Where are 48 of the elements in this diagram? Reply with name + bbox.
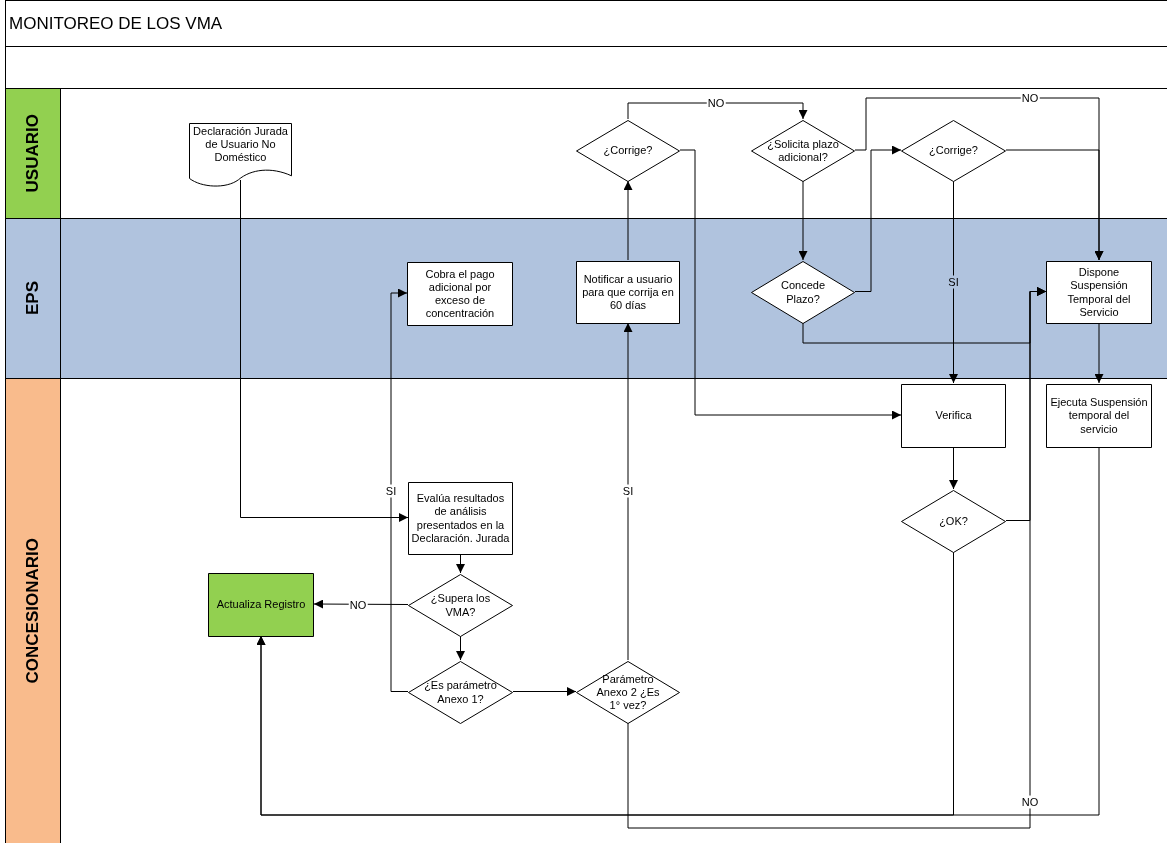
process-box: Actualiza Registro (208, 573, 314, 637)
lane-header: CONCESIONARIO (5, 379, 61, 843)
arrow (949, 446, 958, 490)
arrow (512, 687, 577, 696)
decision-diamond: Concede Plazo? (751, 261, 855, 324)
edge-label: NO (1020, 795, 1040, 809)
arrow (798, 180, 808, 261)
arrow (1094, 322, 1104, 384)
swimlane (5, 378, 1167, 843)
decision-diamond: ¿Corrige? (901, 120, 1006, 182)
decision-diamond: ¿Solicita plazo adicional? (751, 120, 855, 182)
lane-header: USUARIO (5, 89, 61, 218)
arrow (1005, 149, 1104, 261)
arrow (456, 635, 465, 661)
process-box: Ejecuta Suspensión temporal del servicio (1046, 384, 1152, 448)
arrow (679, 149, 902, 420)
process-box: Cobra el pago adicional por exceso de concentración (407, 262, 513, 326)
arrow (390, 288, 409, 692)
edge-label: SI (947, 275, 960, 289)
arrow (854, 145, 902, 292)
decision-diamond: ¿Supera los VMA? (408, 574, 513, 637)
arrow (256, 446, 1100, 816)
swimlane (5, 218, 1167, 378)
process-box: Evalúa resultados de análisis presentados en la Declaración. Jurada (408, 482, 513, 555)
process-box: Dispone Suspensión Temporal del Servicio (1046, 261, 1152, 324)
arrow (623, 180, 633, 261)
arrow (240, 179, 409, 522)
edge-label: NO (348, 598, 368, 611)
process-box: Notificar a usuario para que corrija en 60 días (576, 261, 680, 324)
decision-diamond: ¿Es parámetro Anexo 1? (408, 661, 513, 724)
edge-label: NO (1020, 91, 1040, 105)
decision-diamond: ¿OK? (901, 490, 1006, 553)
arrow (949, 180, 958, 384)
process-box: Verifica (901, 384, 1006, 448)
arrow (313, 599, 409, 609)
document-shape: Declaración Jurada de Usuario No Doméstico (189, 123, 292, 189)
edge-label: SI (384, 484, 398, 498)
edge-label: SI (621, 484, 635, 498)
arrow (627, 102, 808, 120)
swimlane (5, 88, 1167, 218)
lane-header: EPS (5, 219, 61, 378)
arrow (623, 322, 633, 661)
arrow (456, 553, 465, 574)
edge-label: NO (706, 96, 726, 110)
diagram-title: MONITOREO DE LOS VMA (9, 14, 223, 34)
decision-diamond: Parámetro Anexo 2 ¿Es 1° vez? (576, 661, 680, 724)
arrow (627, 287, 1047, 829)
decision-diamond: ¿Corrige? (576, 120, 680, 182)
